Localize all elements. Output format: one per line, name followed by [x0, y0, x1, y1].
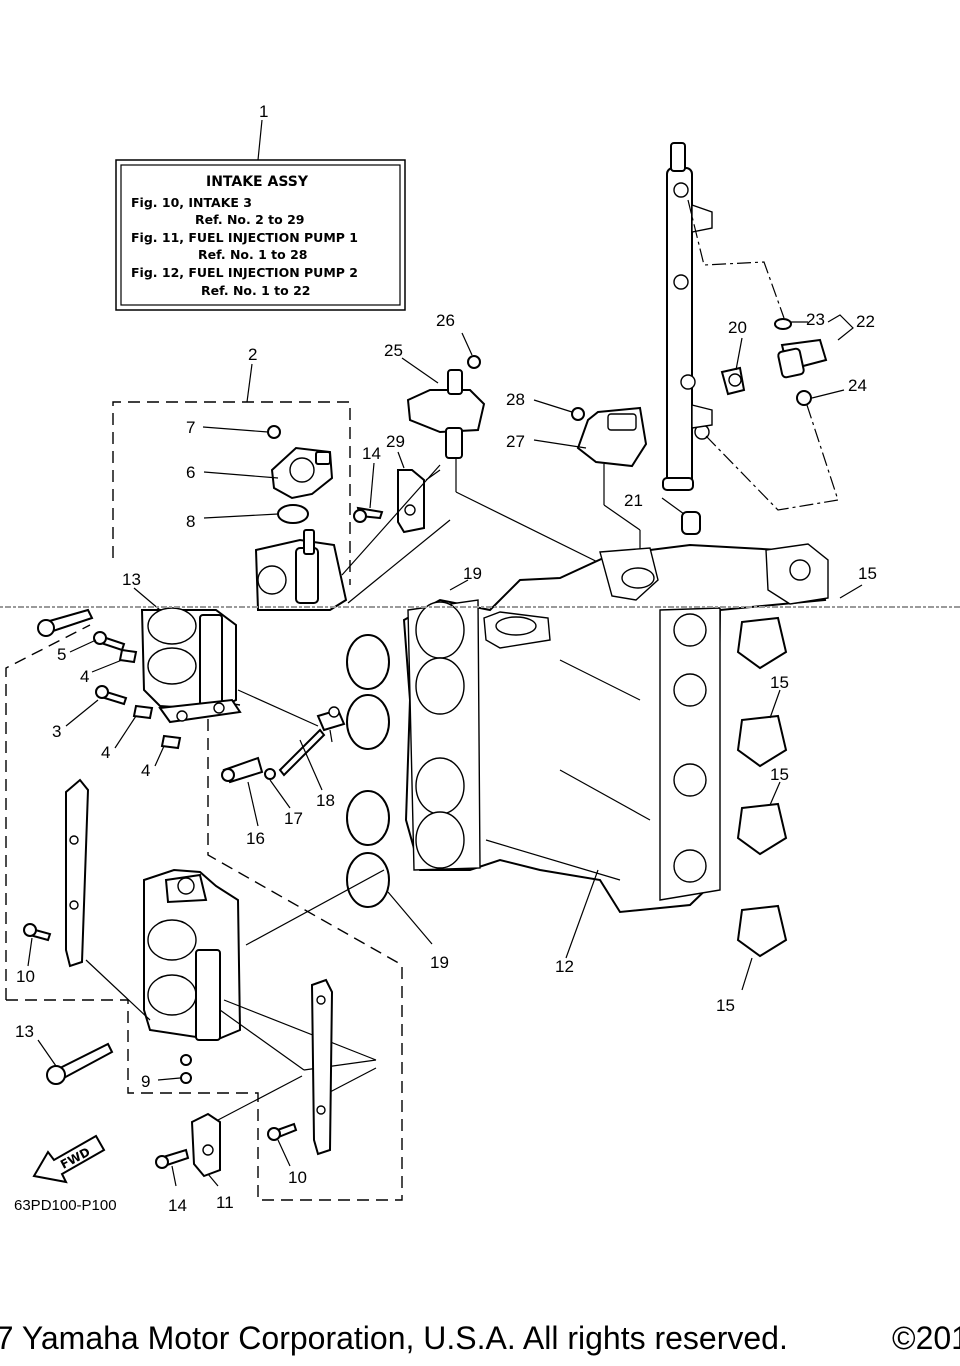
callout-9: 9 — [141, 1072, 150, 1091]
callout-29: 29 — [386, 432, 405, 451]
link-rod-assembly — [221, 689, 346, 827]
callout-4a: 4 — [80, 667, 89, 686]
callout-10b: 10 — [288, 1168, 307, 1187]
callout-28: 28 — [506, 390, 525, 409]
rubber-cap — [661, 497, 701, 535]
callout-10a: 10 — [16, 967, 35, 986]
callout-2: 2 — [248, 345, 257, 364]
gaskets-15 — [736, 584, 863, 991]
callout-14b: 14 — [168, 1196, 187, 1215]
callout-15b: 15 — [770, 673, 789, 692]
plate-right — [267, 978, 334, 1167]
lower-throttle-body — [143, 868, 385, 1093]
long-bolt-lower — [37, 1039, 114, 1085]
callout-27: 27 — [506, 432, 525, 451]
legend-box: INTAKE ASSY Fig. 10, INTAKE 3 Ref. No. 2… — [115, 119, 406, 311]
callout-26: 26 — [436, 311, 455, 330]
callout-15a: 15 — [858, 564, 877, 583]
callout-11: 11 — [216, 1193, 234, 1212]
callout-4c: 4 — [141, 761, 150, 780]
callout-8: 8 — [186, 512, 195, 531]
callout-16: 16 — [246, 829, 265, 848]
bracket-top — [353, 451, 441, 534]
callout-1: 1 — [259, 102, 268, 121]
callout-labels: 1 2 3 4 4 4 5 6 7 8 9 10 10 11 12 13 13 … — [15, 102, 877, 1215]
callout-19b: 19 — [430, 953, 449, 972]
callout-15c: 15 — [770, 765, 789, 784]
legend-line-1: Fig. 10, INTAKE 3 — [131, 195, 252, 210]
callout-6: 6 — [186, 463, 195, 482]
callout-25: 25 — [384, 341, 403, 360]
fwd-arrow-icon: FWD — [32, 1134, 106, 1184]
legend-line-5: Fig. 12, FUEL INJECTION PUMP 2 — [131, 265, 358, 280]
copyright-year: ©201 — [892, 1320, 960, 1356]
callout-12: 12 — [555, 957, 574, 976]
legend-title: INTAKE ASSY — [206, 174, 309, 190]
callout-21: 21 — [624, 491, 643, 510]
callout-15d: 15 — [716, 996, 735, 1015]
copyright-text: 17 Yamaha Motor Corporation, U.S.A. All … — [0, 1320, 788, 1356]
intake-manifold — [402, 543, 829, 959]
callout-4b: 4 — [101, 743, 110, 762]
callout-13b: 13 — [15, 1022, 34, 1041]
upper-fasteners — [37, 587, 182, 767]
fuel-injector-set — [720, 314, 854, 406]
upper-throttle-body — [140, 529, 348, 724]
callout-20: 20 — [728, 318, 747, 337]
callout-24: 24 — [848, 376, 867, 395]
legend-line-3: Fig. 11, FUEL INJECTION PUMP 1 — [131, 230, 358, 245]
callout-14a: 14 — [362, 444, 381, 463]
legend-line-6: Ref. No. 1 to 22 — [201, 283, 310, 298]
fuel-rail — [662, 142, 839, 511]
callout-7: 7 — [186, 418, 195, 437]
diagram-code: 63PD100-P100 — [14, 1197, 117, 1214]
callout-3: 3 — [52, 722, 61, 741]
callout-22: 22 — [856, 312, 875, 331]
callout-19a: 19 — [463, 564, 482, 583]
callout-18: 18 — [316, 791, 335, 810]
callout-5: 5 — [57, 645, 66, 664]
callout-23: 23 — [806, 310, 825, 329]
callout-17: 17 — [284, 809, 303, 828]
plate-left — [23, 778, 151, 1021]
throttle-position-sensor — [202, 425, 334, 524]
callout-13a: 13 — [122, 570, 141, 589]
bracket-lower — [155, 1075, 303, 1187]
gaskets-19 — [341, 464, 469, 945]
legend-line-2: Ref. No. 2 to 29 — [195, 212, 304, 227]
legend-line-4: Ref. No. 1 to 28 — [198, 247, 307, 262]
copyright-footer: 17 Yamaha Motor Corporation, U.S.A. All … — [0, 1318, 960, 1366]
group-outlines — [5, 363, 403, 1201]
map-sensor — [533, 399, 648, 565]
